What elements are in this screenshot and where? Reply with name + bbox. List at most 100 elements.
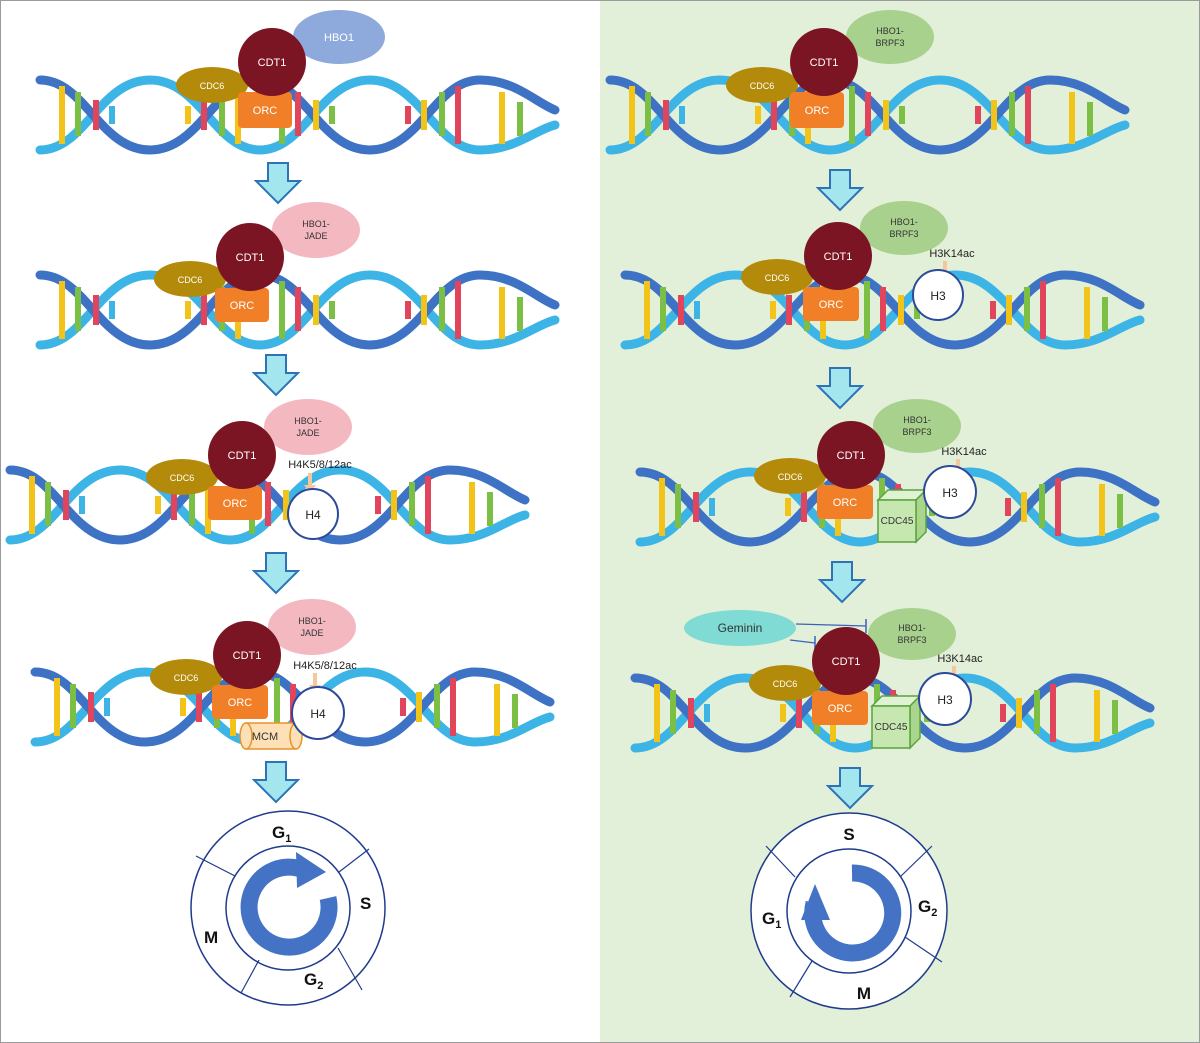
cdc6-bubble	[146, 459, 218, 495]
h3-label: H3	[942, 486, 958, 500]
cdc6-bubble	[749, 665, 821, 701]
right-cell-cycle: S G2 G1 M	[750, 812, 948, 1010]
phase-m: M	[204, 928, 218, 947]
cdc6-label: CDC6	[778, 472, 803, 482]
mcm-helicase: MCM	[239, 722, 303, 750]
cdc6-bubble	[741, 259, 813, 295]
orc-label: ORC	[230, 300, 255, 312]
cdt1-circle	[790, 28, 858, 96]
hbo1-jade-bubble	[272, 202, 360, 258]
cdt1-label: CDT1	[236, 252, 265, 264]
orc-box	[238, 92, 292, 128]
orc-box	[212, 685, 268, 719]
hbo1-jade-label-2: JADE	[296, 428, 319, 438]
orc-label: ORC	[819, 299, 844, 311]
orc-box	[790, 92, 844, 128]
orc-box	[803, 287, 859, 321]
geminin-inhibits-hbo1	[795, 623, 867, 627]
orc-box	[208, 486, 262, 520]
orc-label: ORC	[833, 497, 858, 509]
orc-label: ORC	[223, 498, 248, 510]
h3-label: H3	[937, 693, 953, 707]
hbo1-label: HBO1	[324, 32, 354, 44]
right-step-2: HBO1- BRPF3 H3K14ac CDC6 ORC CDT1 H3	[625, 201, 1140, 345]
hbo1-brpf3-label-2: BRPF3	[897, 635, 926, 645]
cdt1-circle	[804, 222, 872, 290]
h3-histone	[912, 269, 964, 321]
geminin-bubble	[684, 610, 796, 646]
right-step-4: Geminin HBO1- BRPF3 H3K14ac CDC6 ORC CDT…	[635, 608, 1150, 748]
h3-acetylation-mark: H3K14ac	[929, 248, 975, 260]
cdc6-bubble	[726, 67, 798, 103]
orc-label: ORC	[228, 697, 253, 709]
phase-m: M	[857, 984, 871, 1003]
cdc6-label: CDC6	[765, 273, 790, 283]
cdt1-label: CDT1	[258, 57, 287, 69]
cdt1-label: CDT1	[824, 251, 853, 263]
cdt1-label: CDT1	[832, 656, 861, 668]
hbo1-brpf3-bubble	[868, 608, 956, 660]
phase-g1: G1	[272, 823, 291, 845]
left-step-4: HBO1- JADE H4K5/8/12ac CDC6 ORC CDT1 MCM…	[35, 599, 550, 750]
cdc6-label: CDC6	[750, 81, 775, 91]
cdt1-circle	[208, 421, 276, 489]
hbo1-brpf3-label-2: BRPF3	[902, 427, 931, 437]
left-step-3: HBO1- JADE H4K5/8/12ac CDC6 ORC CDT1 H4	[10, 399, 525, 540]
orc-box	[812, 691, 868, 725]
hbo1-brpf3-label-2: BRPF3	[889, 229, 918, 239]
hbo1-jade-bubble	[268, 599, 356, 655]
hbo1-brpf3-label-1: HBO1-	[898, 623, 926, 633]
hbo1-brpf3-label-1: HBO1-	[890, 217, 918, 227]
orc-box	[817, 485, 873, 519]
h3-label: H3	[930, 289, 946, 303]
cdt1-circle	[817, 421, 885, 489]
h3-histone	[923, 465, 977, 519]
cdc6-label: CDC6	[178, 275, 203, 285]
orc-label: ORC	[805, 105, 830, 117]
hbo1-brpf3-label-1: HBO1-	[903, 415, 931, 425]
cdt1-label: CDT1	[228, 450, 257, 462]
right-step-3: HBO1- BRPF3 H3K14ac CDC6 ORC CDT1 CDC45 …	[640, 399, 1155, 542]
hbo1-bubble	[293, 10, 385, 64]
cdt1-label: CDT1	[233, 650, 262, 662]
hbo1-jade-label-1: HBO1-	[294, 416, 322, 426]
hbo1-brpf3-label-1: HBO1-	[876, 26, 904, 36]
orc-label: ORC	[253, 105, 278, 117]
cdc45-cube: CDC45	[876, 488, 928, 544]
left-step-2: HBO1- JADE CDC6 ORC CDT1	[40, 202, 555, 345]
phase-s: S	[360, 894, 371, 913]
hbo1-jade-label-2: JADE	[300, 628, 323, 638]
cdc6-bubble	[754, 458, 826, 494]
h4-histone	[287, 488, 339, 540]
hbo1-jade-label-2: JADE	[304, 231, 327, 241]
right-step-1: HBO1- BRPF3 CDC6 ORC CDT1	[610, 10, 1125, 150]
h4-label: H4	[305, 508, 321, 522]
cdc6-bubble	[154, 261, 226, 297]
h4-acetylation-mark: H4K5/8/12ac	[288, 459, 352, 471]
h3-acetylation-mark: H3K14ac	[937, 653, 983, 665]
hbo1-brpf3-bubble	[873, 399, 961, 453]
cdt1-label: CDT1	[810, 57, 839, 69]
h4-histone	[291, 686, 345, 740]
h4-acetylation-mark: H4K5/8/12ac	[293, 660, 357, 672]
cdc6-label: CDC6	[200, 81, 225, 91]
h3-acetylation-mark: H3K14ac	[941, 446, 987, 458]
left-cell-cycle: G1 S G2 M	[190, 810, 386, 1006]
phase-g2: G2	[918, 897, 937, 919]
phase-s: S	[843, 825, 854, 844]
cdt1-circle	[213, 621, 281, 689]
h3-histone	[918, 672, 972, 726]
cdc45-cube: CDC45	[870, 694, 922, 750]
hbo1-brpf3-bubble	[860, 201, 948, 255]
hbo1-jade-label-1: HBO1-	[302, 219, 330, 229]
hbo1-jade-label-1: HBO1-	[298, 616, 326, 626]
hbo1-brpf3-bubble	[846, 10, 934, 64]
cdc45-label: CDC45	[875, 722, 908, 733]
geminin-inhibits-cdt1	[789, 639, 816, 644]
orc-box	[215, 288, 269, 322]
left-step-1: HBO1 CDC6 ORC CDT1	[40, 10, 555, 150]
cdt1-label: CDT1	[837, 450, 866, 462]
geminin-label: Geminin	[718, 621, 763, 635]
cdc6-label: CDC6	[773, 679, 798, 689]
